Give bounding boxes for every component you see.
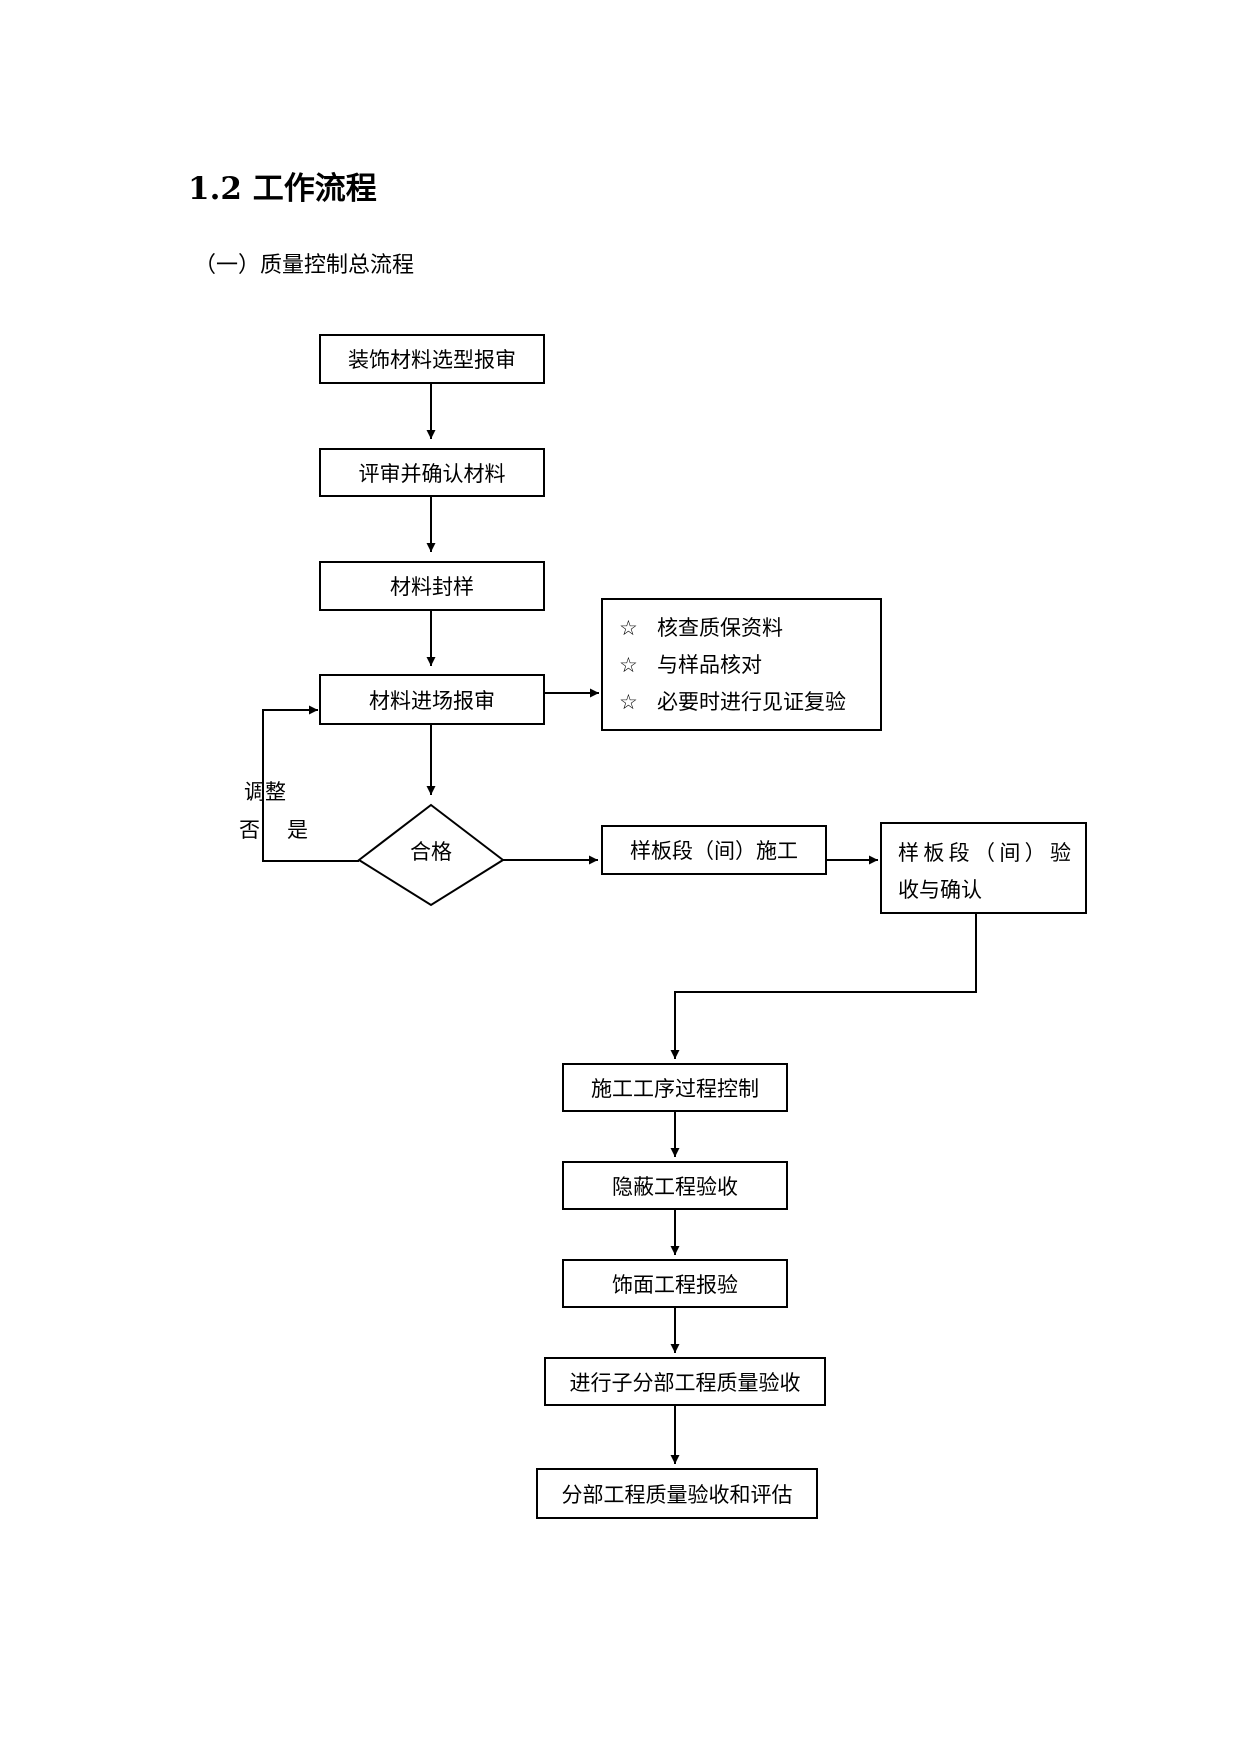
- node-material-seal: 材料封样: [319, 561, 545, 611]
- subsection-heading: （一）质量控制总流程: [194, 253, 415, 278]
- edge-label-yes: 是: [287, 818, 308, 842]
- check-item: ☆ 必要时进行见证复验: [619, 684, 880, 721]
- star-icon: ☆: [619, 690, 638, 714]
- node-sample-construction: 样板段（间）施工: [601, 825, 827, 875]
- node-finish-inspection: 饰面工程报验: [562, 1259, 788, 1308]
- node-review-confirm: 评审并确认材料: [319, 448, 545, 497]
- node-sample-acceptance: 样 板 段 （ 间 ） 验 收与确认: [880, 822, 1087, 914]
- edge-label-no: 否: [239, 818, 260, 842]
- check-item-text: 核查质保资料: [657, 616, 783, 640]
- sample-acceptance-char: ）: [1024, 841, 1046, 865]
- node-material-selection: 装饰材料选型报审: [319, 334, 545, 384]
- node-subdivision-acceptance: 进行子分部工程质量验收: [544, 1357, 826, 1406]
- edge-label-adjust: 调整: [244, 780, 286, 804]
- sample-acceptance-char: 验: [1049, 841, 1071, 865]
- sample-acceptance-char: （: [973, 841, 995, 865]
- sample-acceptance-char: 板: [923, 841, 945, 865]
- sample-acceptance-char: 样: [898, 841, 919, 865]
- node-hidden-acceptance: 隐蔽工程验收: [562, 1161, 788, 1210]
- entry-checks-box: ☆ 核查质保资料 ☆ 与样品核对 ☆ 必要时进行见证复验: [601, 598, 882, 731]
- arrow-adjust-loop: [262, 705, 359, 862]
- arrow-verify-to-process: [670, 914, 977, 1059]
- node-process-control: 施工工序过程控制: [562, 1063, 788, 1112]
- sample-acceptance-char: 段: [948, 841, 970, 865]
- node-division-acceptance: 分部工程质量验收和评估: [536, 1468, 818, 1519]
- star-icon: ☆: [619, 616, 638, 640]
- star-icon: ☆: [619, 653, 638, 677]
- decision-diamond: [357, 803, 505, 907]
- sample-acceptance-line1: 样 板 段 （ 间 ） 验: [898, 835, 1071, 872]
- check-item-text: 与样品核对: [657, 653, 762, 677]
- check-item: ☆ 与样品核对: [619, 647, 880, 684]
- section-heading: 1.2 工作流程: [188, 171, 377, 207]
- check-item-text: 必要时进行见证复验: [657, 690, 846, 714]
- check-item: ☆ 核查质保资料: [619, 610, 880, 647]
- sample-acceptance-line2: 收与确认: [898, 878, 982, 902]
- node-material-entry: 材料进场报审: [319, 674, 545, 725]
- decision-label: 合格: [410, 840, 452, 864]
- sample-acceptance-char: 间: [999, 841, 1021, 865]
